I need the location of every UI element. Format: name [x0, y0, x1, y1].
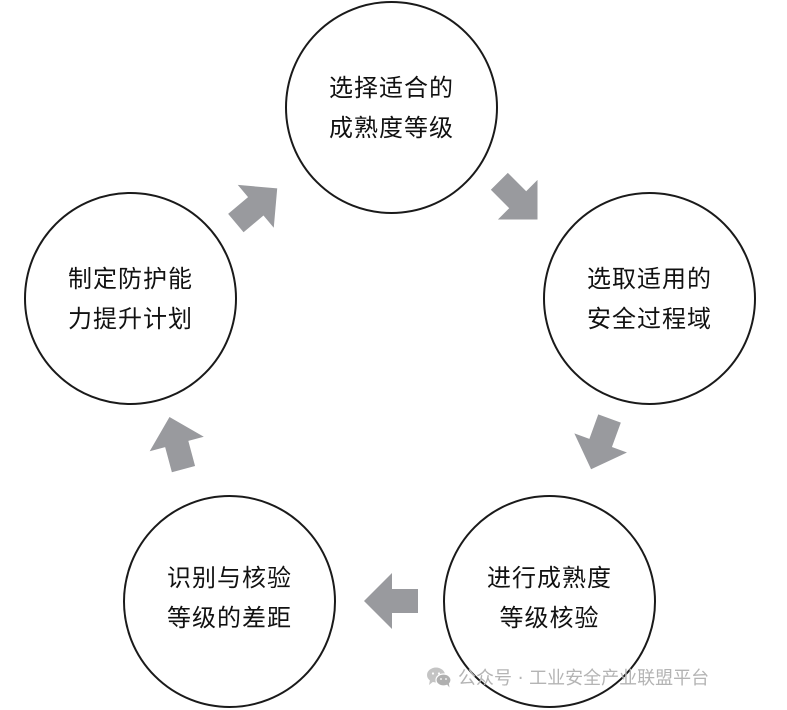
step-label-line2: 安全过程域 [587, 304, 712, 333]
arrow-step3-to-step4 [360, 568, 426, 634]
step-label-line2: 力提升计划 [68, 304, 193, 333]
step-verify-maturity-level: 进行成熟度 等级核验 [443, 495, 656, 708]
step-label-line1: 识别与核验 [167, 563, 292, 592]
step-label-line1: 选取适用的 [587, 264, 712, 293]
arrow-step1-to-step2 [484, 166, 550, 232]
arrow-step2-to-step3 [568, 409, 634, 475]
arrow-shape [490, 172, 538, 220]
watermark: 公众号 · 工业安全产业联盟平台 [426, 664, 709, 690]
arrow-step5-to-step1 [222, 174, 288, 240]
step-label-line2: 等级的差距 [167, 603, 292, 632]
arrow-step4-to-step5 [144, 412, 210, 478]
step-select-maturity-level: 选择适合的 成熟度等级 [285, 1, 498, 214]
arrow-shape [364, 573, 418, 629]
arrow-shape [149, 416, 204, 473]
watermark-text: 公众号 · 工业安全产业联盟平台 [458, 668, 710, 689]
arrow-shape [228, 184, 278, 233]
arrow-shape [574, 414, 627, 470]
step-label-line2: 等级核验 [499, 603, 600, 632]
step-label-line2: 成熟度等级 [329, 113, 454, 142]
step-identify-level-gap: 识别与核验 等级的差距 [123, 495, 336, 708]
step-label-line1: 制定防护能 [68, 264, 193, 293]
step-select-process-areas: 选取适用的 安全过程域 [543, 192, 756, 405]
step-plan-capability-improvement: 制定防护能 力提升计划 [24, 192, 237, 405]
step-label-line1: 选择适合的 [329, 73, 454, 102]
wechat-icon [427, 667, 452, 688]
step-label-line1: 进行成熟度 [487, 563, 612, 592]
